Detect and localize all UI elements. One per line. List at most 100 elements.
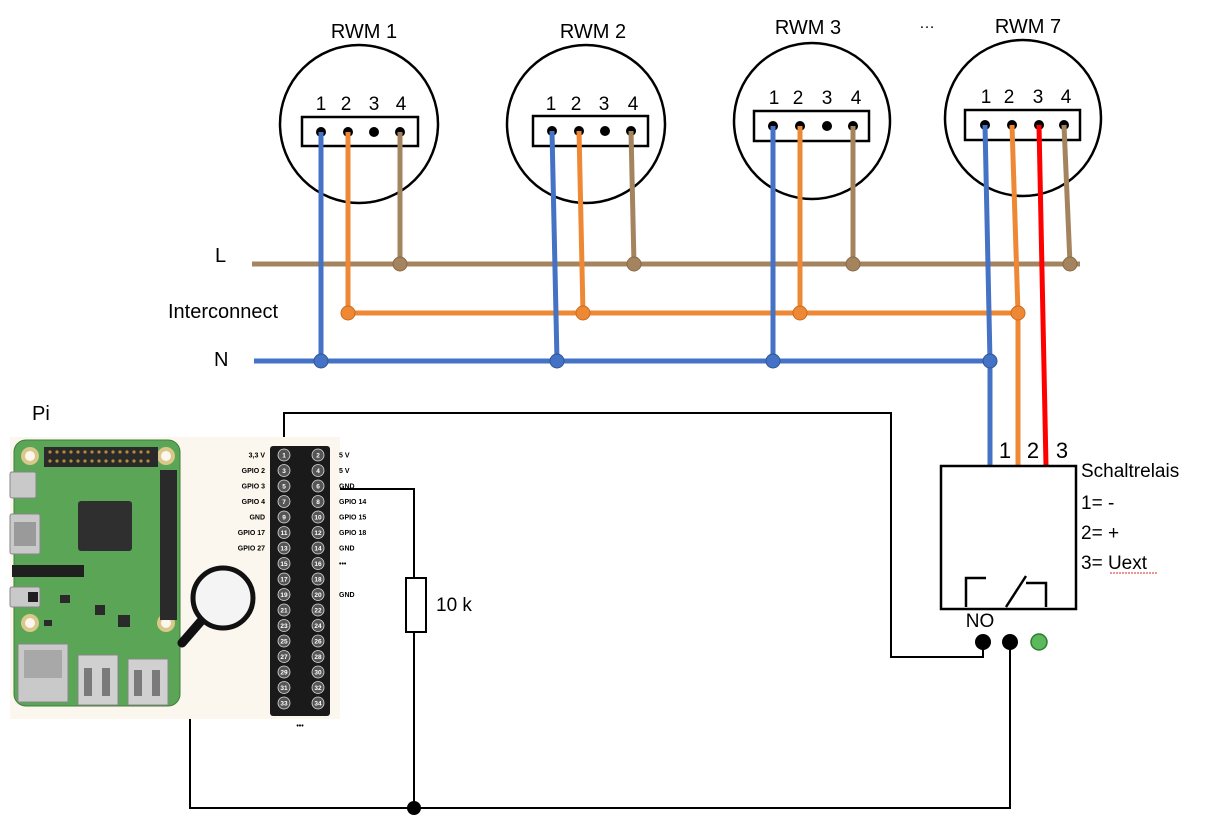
gpio-pin <box>277 619 291 632</box>
pin-label: 1 <box>981 87 992 108</box>
gpio-pin-number: 34 <box>314 700 322 707</box>
gpio-pin-number: 29 <box>280 669 288 676</box>
ellipsis: … <box>919 15 935 32</box>
detector-rwm-2: RWM 2 1 2 3 4 <box>505 21 667 205</box>
pin-label: 3 <box>599 94 610 115</box>
gpio-left-label: GND <box>249 515 265 522</box>
gpio-right-label: GPIO 18 <box>339 530 366 537</box>
gpio-pin-number: 10 <box>314 514 322 521</box>
relay-legend-1: 1= - <box>1081 493 1114 514</box>
detector-title: RWM 1 <box>331 21 397 43</box>
gpio-pin-number: 15 <box>280 561 288 568</box>
gpio-pin <box>311 588 325 601</box>
gpio-pin-number: 14 <box>314 545 322 552</box>
gpio-left-labels: 3,3 V GPIO 2 GPIO 3 GPIO 4 GND GPIO 17 GPIO 27 <box>238 453 266 553</box>
gpio-pin <box>311 541 325 555</box>
pin-label: 3 <box>1033 87 1044 108</box>
gpio-left-label: GPIO 2 <box>242 468 265 475</box>
gpio-pin <box>277 696 291 710</box>
rwm2-n-wire <box>549 130 560 362</box>
gpio-pin-number: 30 <box>314 669 322 676</box>
gpio-pin <box>311 696 325 710</box>
rwm2-l-wire <box>628 130 637 265</box>
pin-label: 4 <box>851 88 862 109</box>
gpio-pin <box>277 665 291 679</box>
gpio-pin-number: 25 <box>280 638 288 645</box>
gpio-pin <box>311 665 325 679</box>
pin-label: 2 <box>793 88 804 109</box>
gpio-left-label: GPIO 27 <box>238 546 265 553</box>
bus-label-interconnect: Interconnect <box>168 301 279 323</box>
gpio-pin <box>311 448 325 462</box>
gpio-pin-number: 23 <box>280 623 288 630</box>
detector-rwm-3: RWM 3 1 2 3 4 <box>732 17 892 201</box>
gpio-pin-number: 26 <box>314 638 322 645</box>
gpio-pin <box>311 650 325 663</box>
pi-label: Pi <box>32 403 50 425</box>
gpio-left-label: GPIO 17 <box>238 530 265 537</box>
relay: 1 2 3 Schaltrelais 1= - 2= + 3= Uext NO <box>939 438 1179 651</box>
gpio-pin-number: 19 <box>280 592 288 599</box>
gpio-pin <box>277 541 291 555</box>
relay-switch-contact <box>964 576 986 607</box>
pin-label: 1 <box>769 88 780 109</box>
gpio-pin <box>311 681 325 694</box>
gpio-right-label: 5 V <box>339 453 350 460</box>
detector-title: RWM 2 <box>560 21 626 43</box>
gpio-left-label: GPIO 4 <box>242 499 265 506</box>
gpio-left-label: GPIO 3 <box>242 484 265 491</box>
relay-terminal-label: 3 <box>1056 438 1068 463</box>
detector-title: RWM 7 <box>995 16 1061 38</box>
gpio-pin <box>311 619 325 632</box>
resistor-10k <box>405 577 427 633</box>
relay-terminal-label: 2 <box>1027 438 1039 463</box>
rwm2-ic-wire <box>576 130 586 314</box>
gpio-pin <box>311 572 325 586</box>
gpio-right-label: GPIO 14 <box>339 499 366 506</box>
pin-label: 3 <box>822 88 833 109</box>
relay-switch-contact <box>1026 581 1048 607</box>
gpio-pin <box>311 526 325 539</box>
gpio-right-label: 5 V <box>339 468 350 475</box>
gpio-pin-number: 11 <box>281 530 288 537</box>
gpio-pin <box>277 479 291 493</box>
gpio-pin <box>277 510 291 524</box>
gpio-pin-number: 8 <box>316 499 320 506</box>
gpio-left-label: 3,3 V <box>249 453 266 460</box>
gpio-pin-number: 33 <box>280 700 288 707</box>
relay-terminal-label: 1 <box>999 438 1011 463</box>
relay-legend-2: 2= + <box>1081 523 1119 544</box>
gpio-pin <box>277 448 291 462</box>
gpio-pin-number: 16 <box>314 561 322 568</box>
gpio-pin <box>277 634 291 648</box>
pin-label: 4 <box>396 94 407 115</box>
gpio-pin <box>311 557 325 570</box>
relay-body <box>939 464 1078 611</box>
wire-3v3-to-no <box>283 412 984 658</box>
gpio-pin-number: 18 <box>314 576 322 583</box>
gpio-pin <box>311 603 325 617</box>
bus-label-n: N <box>214 349 228 371</box>
pin-label: 1 <box>316 94 327 115</box>
gpio-pin-number: 20 <box>314 592 322 599</box>
gpio-pin-number: 24 <box>314 623 322 630</box>
gpio-pin-number: 17 <box>280 576 288 583</box>
gpio-pin-number: 28 <box>314 654 322 661</box>
gpio-pin <box>311 634 325 648</box>
magnifier-icon <box>177 565 256 648</box>
gpio-pin <box>277 650 291 663</box>
gpio-pin-number: 2 <box>316 452 320 459</box>
pin-label: 2 <box>341 94 352 115</box>
gpio-right-label: GND <box>339 546 355 553</box>
gpio-pin-number: 9 <box>282 514 286 521</box>
gpio-right-label: ••• <box>339 561 347 568</box>
pin-label: 2 <box>1004 87 1015 108</box>
gpio-pin <box>311 510 325 524</box>
gpio-pin <box>277 603 291 617</box>
gpio-right-label: GND <box>339 592 355 599</box>
relay-status-led <box>1030 633 1048 651</box>
gpio-pin-number: 3 <box>282 468 286 475</box>
gpio-pin-number: 22 <box>314 607 322 614</box>
gpio-pin-number: 31 <box>280 685 288 692</box>
detector-rwm-7: RWM 7 1 2 3 4 <box>943 16 1103 198</box>
